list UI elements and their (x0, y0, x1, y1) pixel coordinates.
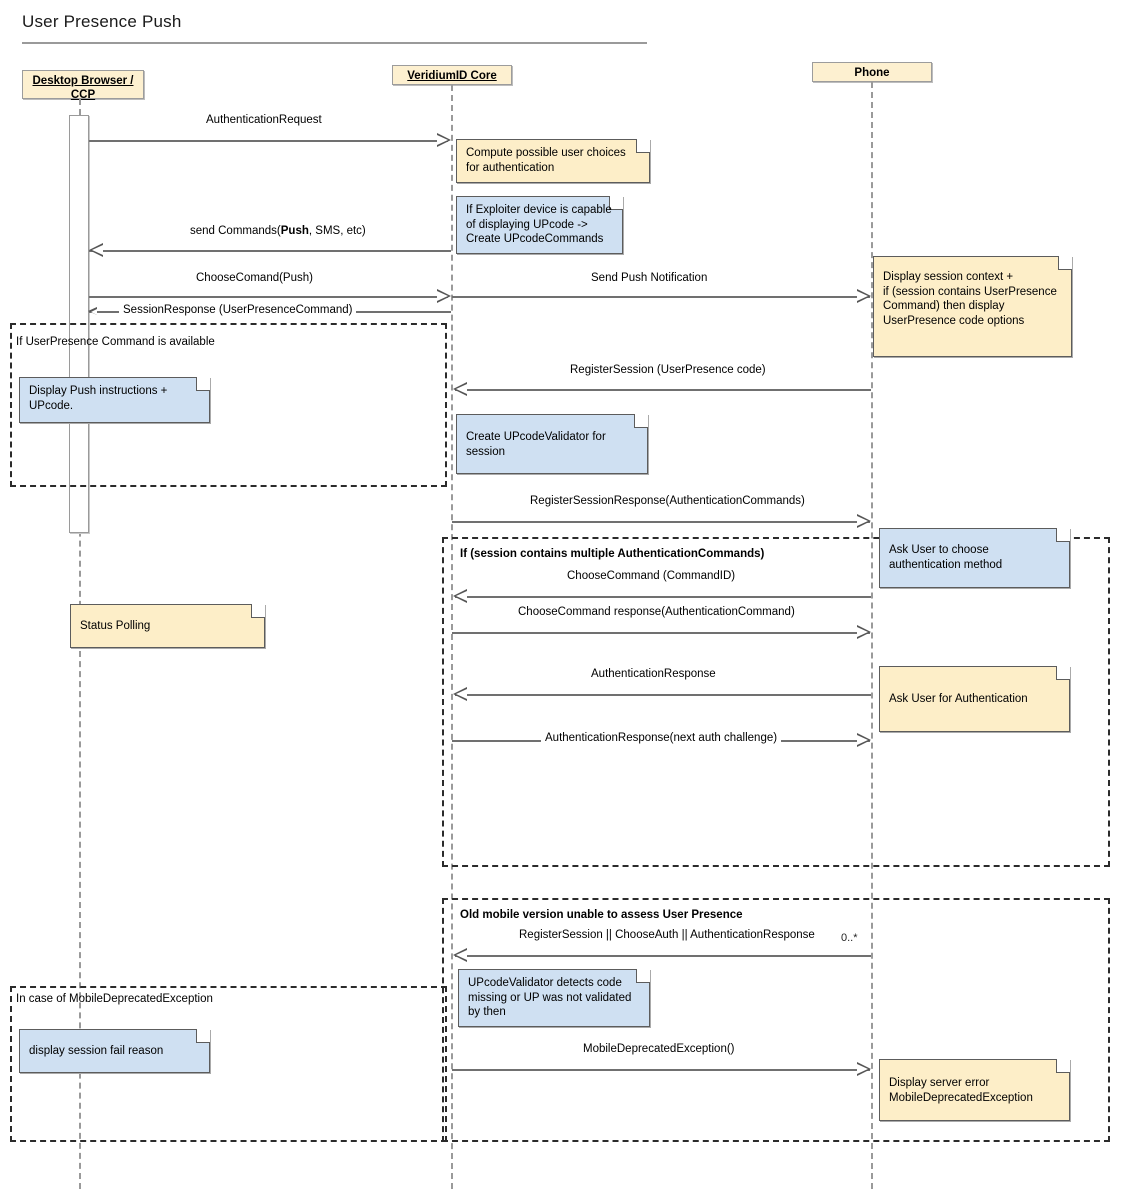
message-line-send-push-notification (452, 296, 870, 298)
note-create-upcode-validator: Create UPcodeValidator for session (456, 414, 648, 474)
lifeline-label-core: VeridiumID Core (407, 70, 497, 82)
message-label-choose-command-push: ChooseComand(Push) (196, 272, 313, 284)
arrowhead-left-register-or-chooseauth-or-authresponse (452, 948, 467, 963)
message-label-choose-command-response: ChooseCommand response(AuthenticationCom… (518, 606, 795, 618)
message-label-authentication-response: AuthenticationResponse (591, 668, 716, 680)
message-label-choose-command-id: ChooseCommand (CommandID) (567, 570, 736, 582)
arrowhead-left-register-session (452, 382, 467, 397)
message-line-authentication-response (455, 694, 871, 696)
message-label-session-response: SessionResponse (UserPresenceCommand) (119, 304, 357, 316)
note-fold-icon (636, 139, 650, 153)
lifeline-core (451, 85, 453, 1189)
arrowhead-right-send-push-notification (857, 289, 872, 304)
message-line-register-or-chooseauth-or-authresponse (455, 955, 871, 957)
message-label-mobile-deprecated-exception: MobileDeprecatedException() (583, 1043, 735, 1055)
arrowhead-right-choose-command-response (857, 625, 872, 640)
lifeline-header-phone[interactable]: Phone (812, 62, 932, 82)
arrowhead-right-choose-command-push (437, 289, 452, 304)
note-display-push-instructions: Display Push instructions + UPcode. (19, 377, 210, 423)
message-label-register-session-response: RegisterSessionResponse(AuthenticationCo… (530, 495, 805, 507)
message-label-register-or-chooseauth-or-authresponse: RegisterSession || ChooseAuth || Authent… (519, 929, 815, 941)
note-display-session-context: Display session context + if (session co… (873, 256, 1072, 357)
arrowhead-right-authentication-request (437, 133, 452, 148)
arrowhead-left-choose-command-id (452, 589, 467, 604)
lifeline-label-browser-line1: Desktop Browser / (32, 75, 134, 87)
note-ask-user-for-authentication: Ask User for Authentication (879, 666, 1070, 732)
note-fold-icon (1056, 666, 1070, 680)
fragment-label-old-mobile-version: Old mobile version unable to assess User… (460, 909, 743, 921)
note-fold-icon (196, 377, 210, 391)
fragment-mobiledeprecated-case (10, 986, 447, 1142)
note-status-polling: Status Polling (70, 604, 265, 648)
lifeline-header-browser[interactable]: Desktop Browser / CCP (22, 70, 144, 101)
message-label-authentication-response-next: AuthenticationResponse(next auth challen… (541, 732, 782, 744)
note-exploiter-device-upcode: If Exploiter device is capable of displa… (456, 196, 623, 254)
note-display-server-error: Display server error MobileDeprecatedExc… (879, 1059, 1070, 1121)
arrowhead-right-authentication-response-next (857, 733, 872, 748)
arrowhead-left-session-response (88, 307, 97, 316)
message-line-choose-command-response (452, 632, 870, 634)
message-label-send-push-notification: Send Push Notification (591, 272, 708, 284)
lifeline-label-browser-line2: CCP (70, 89, 96, 101)
note-fold-icon (634, 414, 648, 428)
message-label-send-commands: send Commands(Push, SMS, etc) (190, 225, 366, 237)
note-fold-icon (636, 969, 650, 983)
message-line-authentication-request (89, 140, 448, 142)
message-line-choose-command-id (455, 596, 871, 598)
title-divider (22, 42, 647, 44)
arrowhead-right-mobile-deprecated-exception (857, 1062, 872, 1077)
note-upcodevalidator-detects: UPcodeValidator detects code missing or … (458, 969, 650, 1027)
fragment-label-mobiledeprecated-case: In case of MobileDeprecatedException (16, 993, 213, 1005)
note-display-session-fail-reason: display session fail reason (19, 1029, 210, 1073)
fragment-label-multiple-auth-commands: If (session contains multiple Authentica… (460, 548, 765, 560)
lifeline-phone (871, 82, 873, 1189)
note-fold-icon (1056, 528, 1070, 542)
message-label-register-session: RegisterSession (UserPresence code) (570, 364, 766, 376)
arrowhead-left-send-commands (88, 243, 103, 258)
fragment-multiple-auth-commands (442, 537, 1110, 867)
note-fold-icon (609, 196, 623, 210)
message-line-choose-command-push (89, 296, 448, 298)
lifeline-label-phone: Phone (854, 67, 890, 79)
fragment-userpresence-available (10, 323, 447, 487)
fragment-label-userpresence-available: If UserPresence Command is available (16, 336, 215, 348)
message-multiplicity-0-to-many: 0..* (841, 932, 858, 944)
message-line-mobile-deprecated-exception (452, 1069, 870, 1071)
arrowhead-right-register-session-response (857, 514, 872, 529)
message-line-register-session-response (452, 521, 870, 523)
note-compute-user-choices: Compute possible user choices for authen… (456, 139, 650, 183)
page-title: User Presence Push (22, 12, 182, 31)
note-fold-icon (1056, 1059, 1070, 1073)
note-ask-user-choose-method: Ask User to choose authentication method (879, 528, 1070, 588)
fragment-old-mobile-version (442, 898, 1110, 1142)
lifeline-header-core[interactable]: VeridiumID Core (392, 65, 512, 85)
arrowhead-left-authentication-response (452, 687, 467, 702)
note-fold-icon (196, 1029, 210, 1043)
note-fold-icon (1058, 256, 1072, 270)
message-line-register-session (455, 389, 871, 391)
note-fold-icon (251, 604, 265, 618)
message-label-authentication-request: AuthenticationRequest (206, 114, 322, 126)
message-line-send-commands (89, 250, 451, 252)
